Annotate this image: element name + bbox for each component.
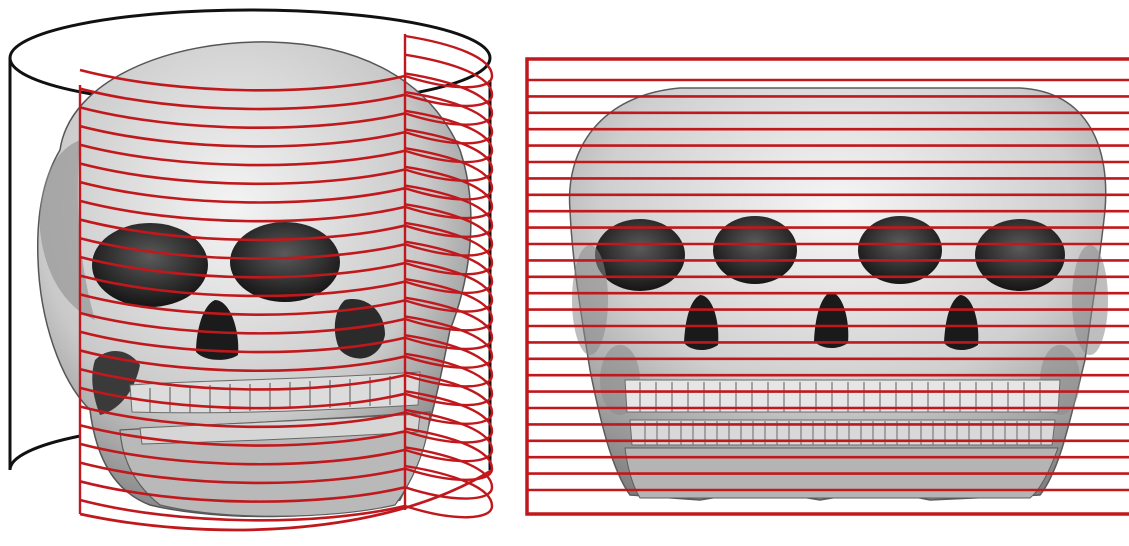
unwrapped-panel bbox=[527, 59, 1129, 514]
right-orbit bbox=[230, 222, 340, 302]
cylinder-panel bbox=[10, 10, 492, 530]
cylinder-bottom-arc bbox=[10, 436, 80, 470]
